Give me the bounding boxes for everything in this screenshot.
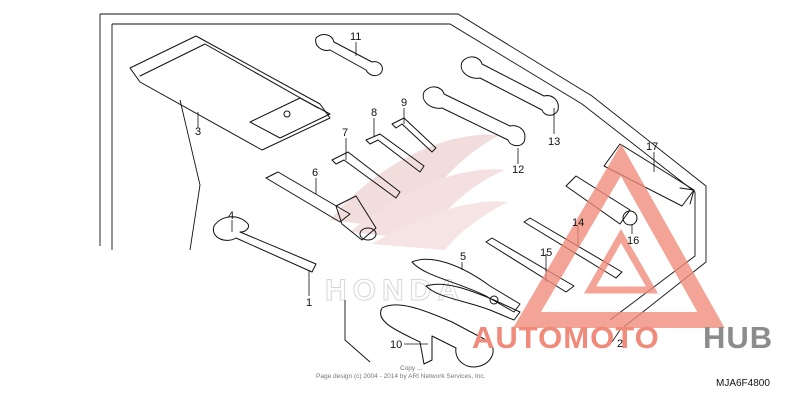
copyright-line-2: Page design (c) 2004 - 2014 by ARI Netwo… xyxy=(316,373,486,380)
callout-5: 5 xyxy=(460,251,466,263)
callout-16: 16 xyxy=(627,235,639,247)
callout-7: 7 xyxy=(342,127,348,139)
callout-17: 17 xyxy=(646,141,658,153)
callout-2: 2 xyxy=(617,338,623,350)
watermark-text-primary: AUTOMOTO xyxy=(472,320,660,355)
watermark-text-secondary: HUB xyxy=(703,320,773,355)
automotohub-watermark: AUTOMOTO HUB xyxy=(472,143,773,355)
callout-8: 8 xyxy=(371,107,377,119)
open-end-wrench-small xyxy=(315,34,383,77)
watermark-inner-triangle xyxy=(583,228,659,294)
handle-17 xyxy=(603,143,695,207)
callout-3: 3 xyxy=(195,126,201,138)
callout-6: 6 xyxy=(312,167,318,179)
copyright-line-1: Copy ... xyxy=(400,365,423,372)
leader-lines xyxy=(197,42,655,345)
watermark-triangle xyxy=(513,143,725,328)
double-wrench-13 xyxy=(460,56,559,116)
socket-wrench xyxy=(265,171,377,241)
hook-spanner-large xyxy=(380,304,494,368)
callout-4: 4 xyxy=(228,210,234,222)
honda-wing-logo: HONDA xyxy=(325,134,508,308)
callout-13: 13 xyxy=(548,136,560,148)
honda-lettering: HONDA xyxy=(325,274,465,307)
callout-1: 1 xyxy=(306,297,312,309)
callout-11: 11 xyxy=(350,31,361,43)
callout-10: 10 xyxy=(390,339,402,351)
screwdriver-bit-14 xyxy=(523,217,623,279)
tool-bag xyxy=(129,35,331,151)
diagram-code: MJA6F4800 xyxy=(716,378,770,389)
callout-9: 9 xyxy=(401,97,407,109)
callout-12: 12 xyxy=(512,164,524,176)
screwdriver-handle xyxy=(565,175,638,226)
pliers xyxy=(411,258,521,321)
hex-key-8 xyxy=(365,133,425,173)
screwdriver-bit-15 xyxy=(485,237,575,293)
hex-key-7 xyxy=(331,151,401,199)
spanner-wrench xyxy=(212,216,317,273)
callout-15: 15 xyxy=(540,247,552,259)
callout-14: 14 xyxy=(572,217,584,229)
callout-numbers: 3 1 4 5 6 7 8 9 11 12 13 14 15 16 17 10 … xyxy=(195,31,658,351)
double-wrench-12 xyxy=(422,86,526,147)
